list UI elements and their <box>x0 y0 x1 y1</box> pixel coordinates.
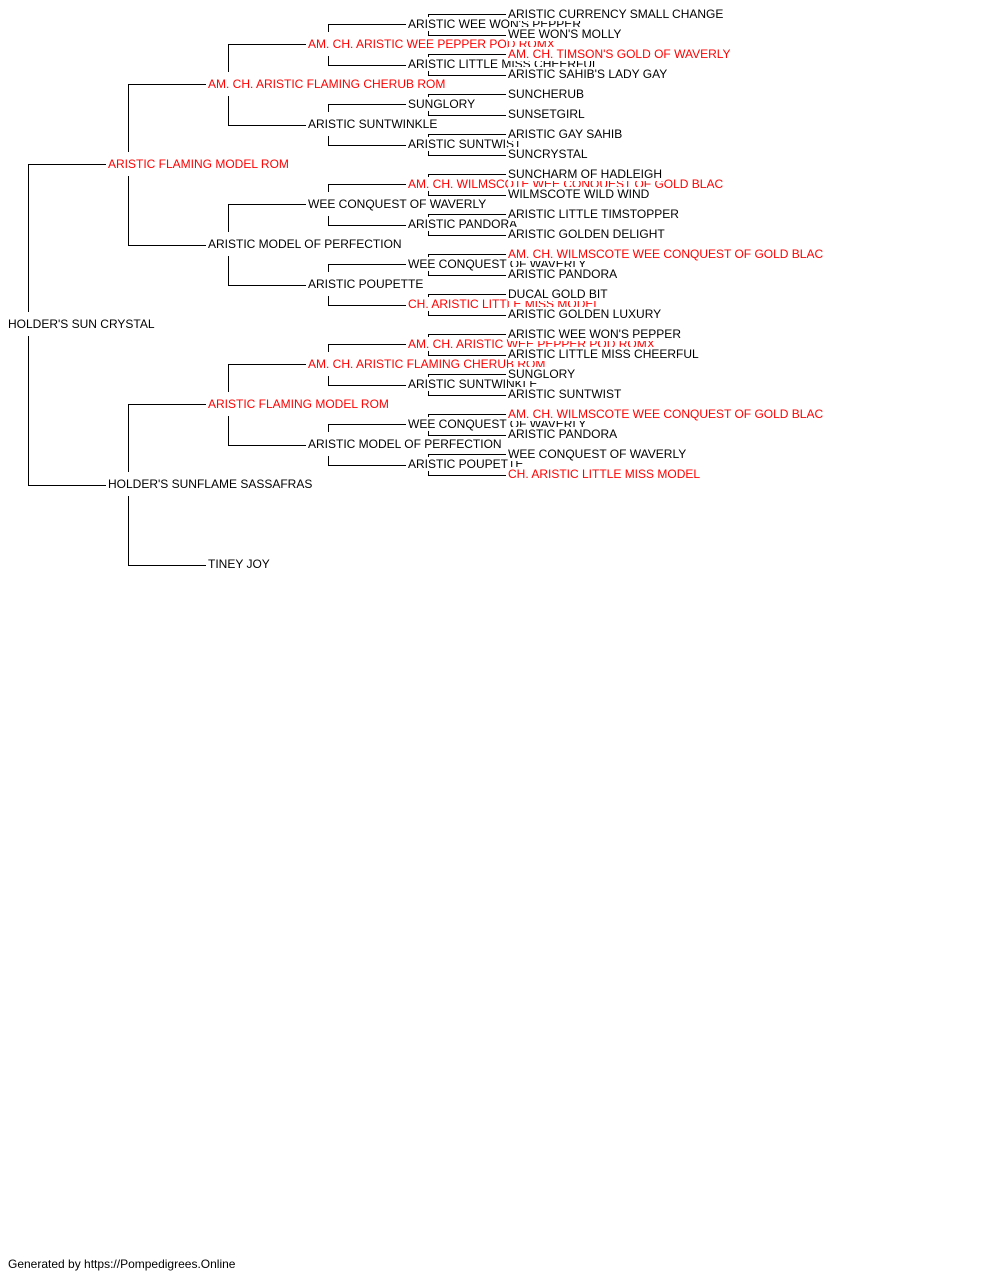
pedigree-node: WILMSCOTE WILD WIND <box>508 187 652 201</box>
pedigree-node: ARISTIC GAY SAHIB <box>508 127 625 141</box>
pedigree-node: HOLDER'S SUN CRYSTAL <box>8 317 157 331</box>
pedigree-node: ARISTIC SUNTWIST <box>508 387 624 401</box>
pedigree-node: ARISTIC LITTLE MISS CHEERFUL <box>508 347 701 361</box>
pedigree-node: ARISTIC CURRENCY SMALL CHANGE <box>508 7 726 21</box>
pedigree-node: SUNCHARM OF HADLEIGH <box>508 167 665 181</box>
pedigree-node: WEE CONQUEST OF WAVERLY <box>508 447 689 461</box>
pedigree-node: ARISTIC FLAMING MODEL ROM <box>108 157 291 171</box>
pedigree-node: WEE WON'S MOLLY <box>508 27 624 41</box>
pedigree-node: ARISTIC WEE WON'S PEPPER <box>508 327 683 341</box>
pedigree-node: TINEY JOY <box>208 557 272 571</box>
pedigree-node: AM. CH. ARISTIC FLAMING CHERUB ROM <box>208 77 448 91</box>
pedigree-node: ARISTIC SAHIB'S LADY GAY <box>508 67 670 81</box>
pedigree-node: SUNCRYSTAL <box>508 147 590 161</box>
pedigree-node: ARISTIC POUPETTE <box>408 457 526 471</box>
pedigree-node: ARISTIC POUPETTE <box>308 277 426 291</box>
pedigree-node: CH. ARISTIC LITTLE MISS MODEL <box>508 467 703 481</box>
pedigree-node: ARISTIC SUNTWINKLE <box>408 377 540 391</box>
pedigree-node: ARISTIC PANDORA <box>508 427 620 441</box>
pedigree-node: ARISTIC SUNTWINKLE <box>308 117 440 131</box>
footer-credit: Generated by https://Pompedigrees.Online <box>8 1257 236 1271</box>
pedigree-node: ARISTIC PANDORA <box>408 217 520 231</box>
pedigree-node: HOLDER'S SUNFLAME SASSAFRAS <box>108 477 315 491</box>
pedigree-node: ARISTIC GOLDEN LUXURY <box>508 307 664 321</box>
pedigree-node: AM. CH. ARISTIC FLAMING CHERUB ROM <box>308 357 548 371</box>
pedigree-node: SUNCHERUB <box>508 87 587 101</box>
pedigree-node: ARISTIC PANDORA <box>508 267 620 281</box>
pedigree-node: ARISTIC SUNTWIST <box>408 137 524 151</box>
pedigree-node: AM. CH. WILMSCOTE WEE CONQUEST OF GOLD B… <box>508 247 826 261</box>
pedigree-node: SUNSETGIRL <box>508 107 587 121</box>
pedigree-node: SUNGLORY <box>408 97 478 111</box>
pedigree-node: ARISTIC MODEL OF PERFECTION <box>208 237 404 251</box>
pedigree-node: AM. CH. ARISTIC WEE PEPPER POD ROMX <box>308 37 557 51</box>
pedigree-node: AM. CH. WILMSCOTE WEE CONQUEST OF GOLD B… <box>508 407 826 421</box>
pedigree-node: ARISTIC MODEL OF PERFECTION <box>308 437 504 451</box>
pedigree-node: ARISTIC FLAMING MODEL ROM <box>208 397 391 411</box>
pedigree-node: WEE CONQUEST OF WAVERLY <box>308 197 489 211</box>
pedigree-node: AM. CH. TIMSON'S GOLD OF WAVERLY <box>508 47 733 61</box>
pedigree-node: SUNGLORY <box>508 367 578 381</box>
pedigree-node: ARISTIC GOLDEN DELIGHT <box>508 227 667 241</box>
pedigree-node: DUCAL GOLD BIT <box>508 287 610 301</box>
pedigree-node: ARISTIC LITTLE TIMSTOPPER <box>508 207 681 221</box>
